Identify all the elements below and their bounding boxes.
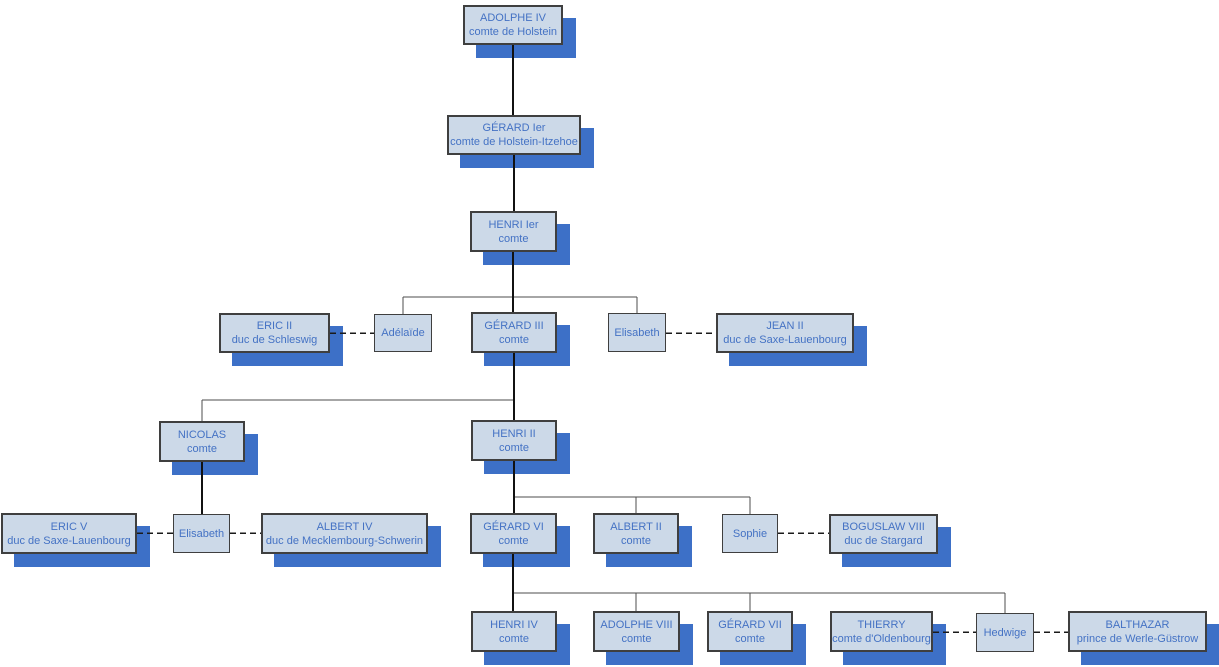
person-box-sophie: Sophie (722, 514, 778, 553)
person-box-eric-ii: ERIC II duc de Schleswig (219, 313, 330, 353)
person-title: duc de Mecklembourg-Schwerin (265, 534, 424, 547)
person-name: GÉRARD Ier (482, 122, 546, 134)
person-title: comte (187, 442, 217, 455)
person-name: ERIC II (256, 320, 293, 332)
person-title: comte (621, 632, 652, 645)
person-title: comte (499, 333, 529, 346)
person-title: duc de Saxe-Lauenbourg (7, 534, 131, 547)
person-title: comte (621, 534, 651, 547)
person-name: Adélaïde (381, 327, 425, 339)
person-title: comte de Holstein (468, 26, 558, 38)
person-box-adelaide: Adélaïde (374, 314, 432, 352)
person-name: ADOLPHE VIII (600, 618, 673, 631)
person-title: comte de Holstein-Itzehoe (450, 136, 578, 148)
person-name: Elisabeth (178, 527, 225, 540)
person-name: GÉRARD VI (483, 520, 544, 533)
person-name: ADOLPHE IV (479, 12, 547, 24)
person-box-adolphe-iv: ADOLPHE IV comte de Holstein (463, 5, 563, 45)
person-title: comte (499, 441, 529, 454)
person-box-boguslaw-viii: BOGUSLAW VIII duc de Stargard (829, 514, 938, 554)
person-name: HENRI II (492, 427, 536, 440)
person-title: duc de Stargard (844, 535, 923, 547)
person-name: ALBERT IV (316, 520, 373, 533)
person-name: Sophie (732, 527, 768, 540)
person-title: duc de Saxe-Lauenbourg (723, 334, 847, 346)
person-name: Elisabeth (614, 326, 660, 339)
person-title: comte d'Oldenbourg (832, 632, 931, 645)
person-box-hedwige: Hedwige (976, 613, 1034, 652)
person-name: ERIC V (50, 520, 88, 533)
person-title: comte (498, 232, 529, 245)
person-name: Hedwige (983, 626, 1027, 639)
person-box-gerard-ier: GÉRARD Ier comte de Holstein-Itzehoe (447, 115, 581, 155)
person-name: NICOLAS (177, 428, 227, 441)
person-name: ALBERT II (610, 520, 662, 533)
person-title: prince de Werle-Güstrow (1076, 632, 1199, 645)
person-name: GÉRARD VII (718, 618, 782, 631)
person-box-elisabeth-2: Elisabeth (173, 514, 230, 553)
person-box-jean-ii: JEAN II duc de Saxe-Lauenbourg (716, 313, 854, 353)
person-title: comte (499, 632, 529, 645)
person-title: comte (735, 632, 765, 645)
person-name: HENRI IV (490, 618, 538, 631)
person-name: JEAN II (766, 320, 804, 332)
person-title: duc de Schleswig (231, 334, 318, 346)
person-box-elisabeth-1: Elisabeth (608, 313, 666, 352)
person-name: THIERRY (857, 618, 906, 631)
person-name: GÉRARD III (484, 319, 544, 332)
person-title: comte (498, 534, 529, 547)
person-name: BOGUSLAW VIII (842, 521, 925, 533)
person-name: HENRI Ier (488, 218, 539, 231)
person-name: BALTHAZAR (1105, 618, 1170, 631)
